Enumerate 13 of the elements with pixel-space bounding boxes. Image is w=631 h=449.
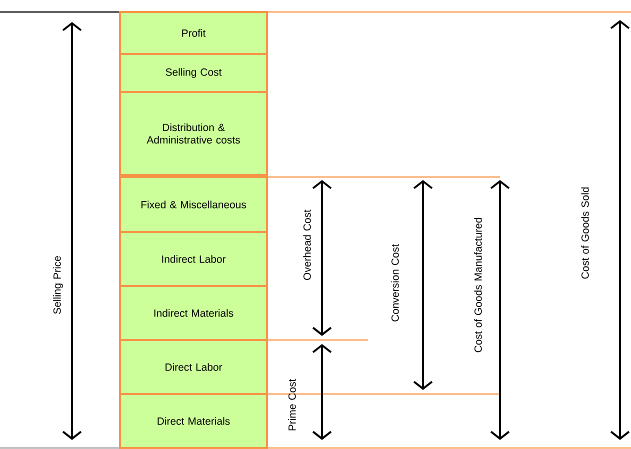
cost-box: Direct Materials (119, 392, 268, 449)
cost-box: Profit (119, 11, 268, 55)
dimension-label: Selling Price (53, 256, 63, 314)
dimension-label: Cost of Goods Manufactured (474, 218, 482, 352)
dimension-label: Conversion Cost (391, 244, 399, 322)
dimension-label: Prime Cost (288, 378, 296, 430)
cost-box: Indirect Labor (119, 230, 268, 287)
dimension-label: Overhead Cost (303, 210, 311, 280)
cost-box: Direct Labor (119, 338, 268, 395)
dimension-label: Cost of Goods Sold (581, 187, 589, 279)
cost-box: Selling Cost (119, 53, 268, 93)
cost-box: Fixed & Miscellaneous (119, 176, 268, 233)
cost-box: Indirect Materials (119, 284, 268, 341)
